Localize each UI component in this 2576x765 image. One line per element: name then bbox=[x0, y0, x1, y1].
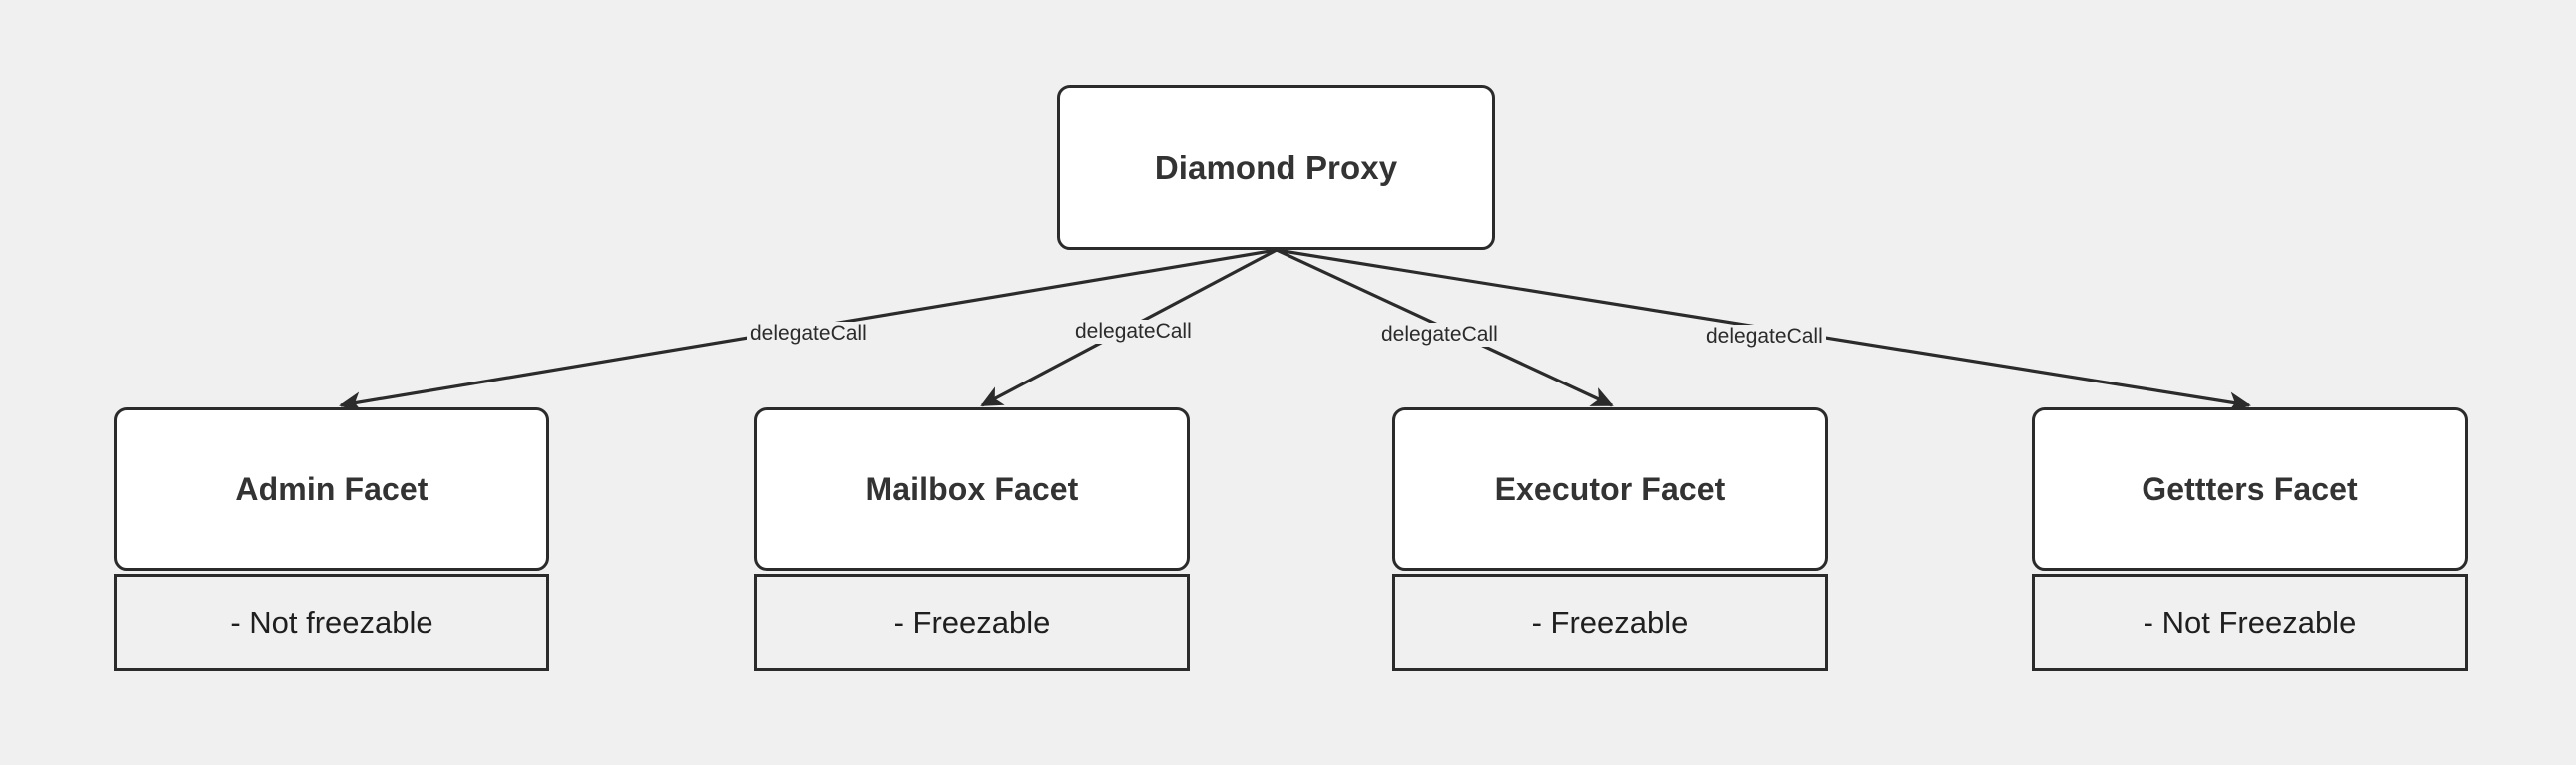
node-mailbox-facet-attributes: - Freezable bbox=[754, 574, 1190, 671]
node-gettters-facet-attribute-text: - Not Freezable bbox=[2143, 604, 2357, 640]
node-diamond-proxy[interactable]: Diamond Proxy bbox=[1057, 85, 1495, 250]
node-admin-facet-head[interactable]: Admin Facet bbox=[114, 407, 549, 571]
node-mailbox-facet-attribute-text: - Freezable bbox=[893, 604, 1051, 640]
node-mailbox-facet-label: Mailbox Facet bbox=[865, 470, 1079, 507]
node-diamond-proxy-label: Diamond Proxy bbox=[1154, 148, 1398, 186]
node-admin-facet-label: Admin Facet bbox=[235, 470, 429, 507]
node-mailbox-facet[interactable]: Mailbox Facet - Freezable bbox=[754, 407, 1190, 671]
node-mailbox-facet-head[interactable]: Mailbox Facet bbox=[754, 407, 1190, 571]
node-gettters-facet-attributes: - Not Freezable bbox=[2032, 574, 2468, 671]
node-executor-facet-label: Executor Facet bbox=[1494, 470, 1726, 507]
node-admin-facet-attributes: - Not freezable bbox=[114, 574, 549, 671]
node-admin-facet-attribute-text: - Not freezable bbox=[230, 604, 433, 640]
node-gettters-facet-label: Gettters Facet bbox=[2142, 470, 2358, 507]
node-executor-facet-attribute-text: - Freezable bbox=[1531, 604, 1689, 640]
node-executor-facet-attributes: - Freezable bbox=[1392, 574, 1828, 671]
node-gettters-facet-head[interactable]: Gettters Facet bbox=[2032, 407, 2468, 571]
node-executor-facet-head[interactable]: Executor Facet bbox=[1392, 407, 1828, 571]
node-gettters-facet[interactable]: Gettters Facet - Not Freezable bbox=[2032, 407, 2468, 671]
node-admin-facet[interactable]: Admin Facet - Not freezable bbox=[114, 407, 549, 671]
node-executor-facet[interactable]: Executor Facet - Freezable bbox=[1392, 407, 1828, 671]
